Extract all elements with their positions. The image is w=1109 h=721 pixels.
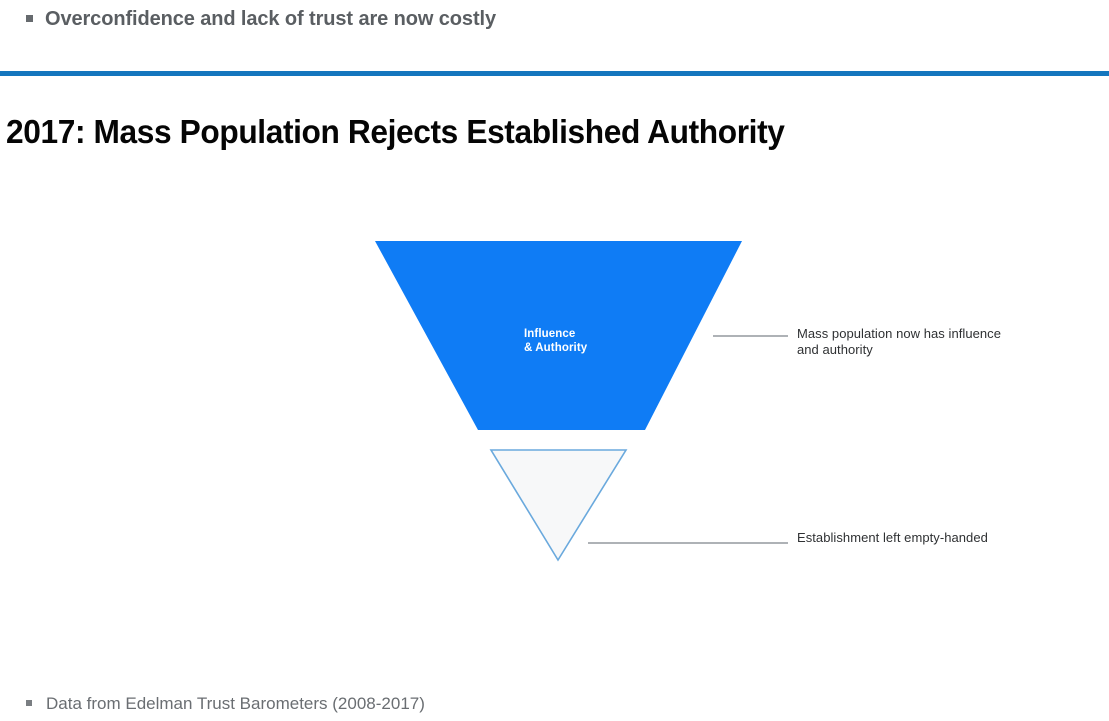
page-title: 2017: Mass Population Rejects Establishe… xyxy=(6,113,785,150)
callout-label-top: Mass population now has influence and au… xyxy=(797,326,1002,357)
square-bullet-icon xyxy=(26,700,32,706)
top-bullet-line: Overconfidence and lack of trust are now… xyxy=(26,8,496,31)
footer-source-text: Data from Edelman Trust Barometers (2008… xyxy=(46,694,425,713)
footer-bullet-line: Data from Edelman Trust Barometers (2008… xyxy=(26,694,425,714)
top-bullet-text: Overconfidence and lack of trust are now… xyxy=(45,8,496,30)
establishment-triangle xyxy=(489,449,628,562)
callout-label-bottom: Establishment left empty-handed xyxy=(797,530,988,545)
influence-authority-trapezoid xyxy=(375,241,742,430)
square-bullet-icon xyxy=(26,15,33,22)
funnel-inner-label: Influence & Authority xyxy=(524,328,588,354)
blue-divider-rule xyxy=(0,71,1109,76)
